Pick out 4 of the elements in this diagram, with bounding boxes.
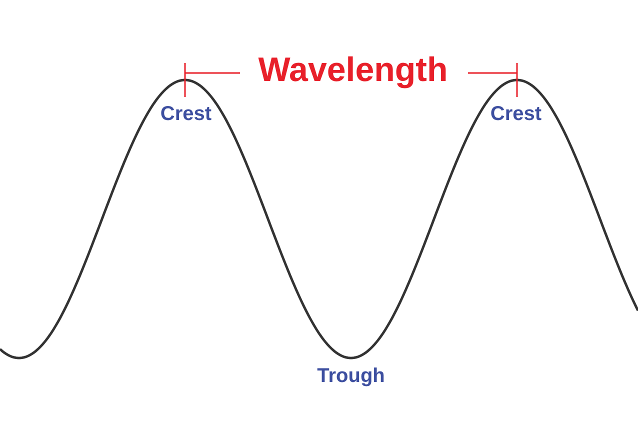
crest-label: Crest [490,104,542,124]
trough-label: Trough [317,366,385,386]
crest-label: Crest [160,104,212,124]
dimension-label: Wavelength [258,53,448,87]
